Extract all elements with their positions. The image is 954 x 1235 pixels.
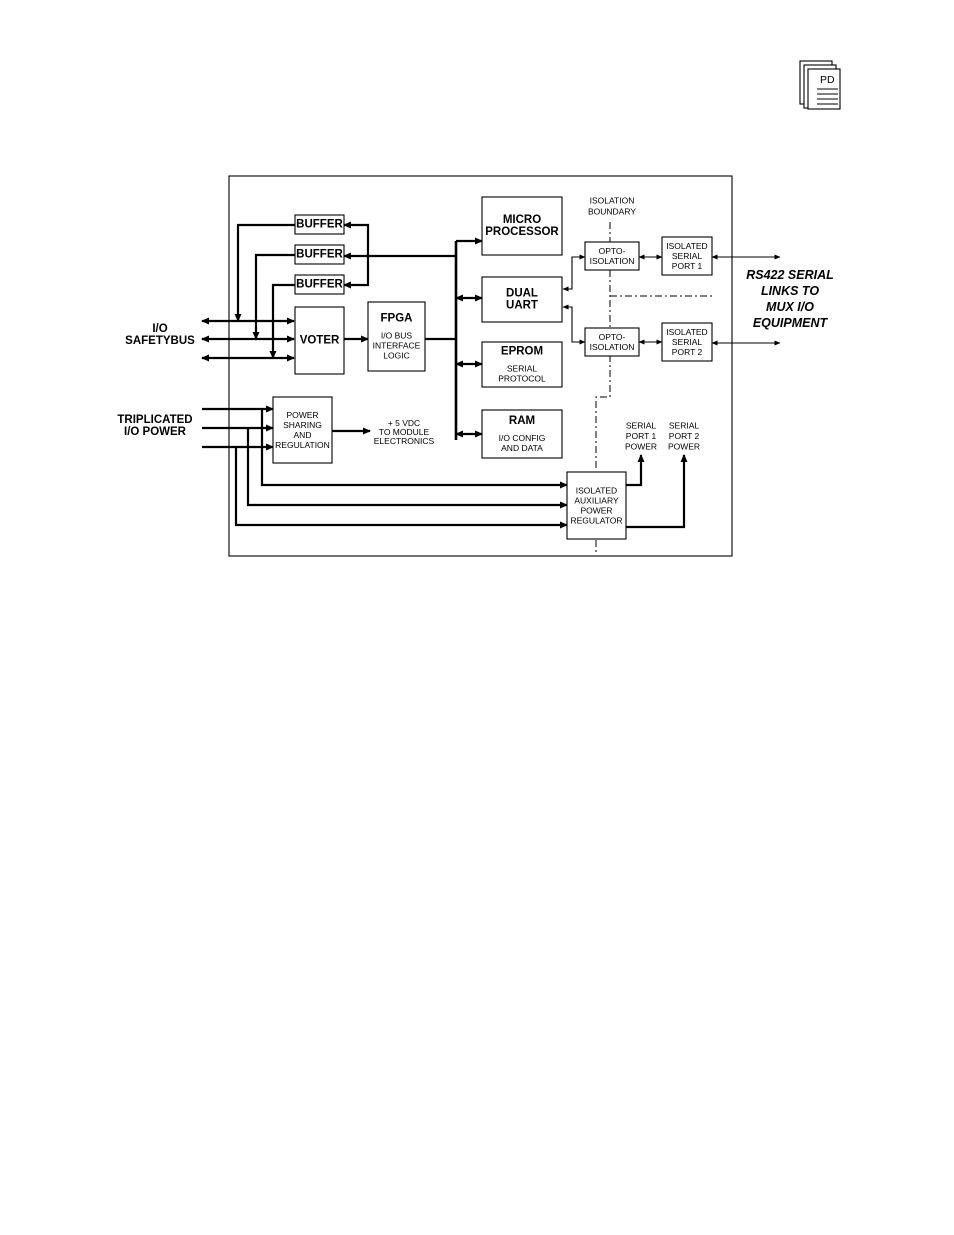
label-line: + 5 VDC <box>388 418 420 428</box>
block-subtitle: ISOLATION <box>590 256 635 266</box>
label-line: PORT 1 <box>626 431 657 441</box>
block-subtitle: ISOLATION <box>590 342 635 352</box>
block-buffer-1: BUFFER <box>294 214 345 235</box>
block-subtitle: POWER <box>286 410 318 420</box>
block-subtitle: PORT 1 <box>672 261 703 271</box>
block-subtitle: REGULATOR <box>570 516 622 526</box>
block-subtitle: OPTO- <box>599 332 626 342</box>
block-buffer-3: BUFFER <box>294 274 345 295</box>
label-line: POWER <box>625 442 657 452</box>
label-line: TO MODULE <box>379 427 430 437</box>
block-subtitle: PORT 2 <box>672 347 703 357</box>
connections <box>201 221 781 529</box>
label-line: ISOLATION <box>590 196 635 206</box>
block-subtitle: SERIAL <box>672 337 703 347</box>
label-line: SERIAL <box>626 421 657 431</box>
block-subtitle: ISOLATED <box>666 327 707 337</box>
block-title: PROCESSOR <box>485 226 559 238</box>
block-subtitle: INTERFACE <box>373 341 421 351</box>
block-title: UART <box>506 300 538 312</box>
block-opto-isolation-1: OPTO-ISOLATION <box>584 241 640 271</box>
label-line: ELECTRONICS <box>374 436 435 446</box>
block-subtitle: OPTO- <box>599 246 626 256</box>
label-rs422-serial-links: RS422 SERIAL LINKS TO MUX I/O EQUIPMENT <box>746 268 834 330</box>
block-subtitle: AND <box>294 430 312 440</box>
label-line: I/O <box>152 323 167 335</box>
block-subtitle: SERIAL <box>507 364 538 374</box>
isolation-boundary-line <box>595 222 712 553</box>
block-buffer-2: BUFFER <box>294 244 345 265</box>
block-opto-isolation-2: OPTO-ISOLATION <box>584 327 640 357</box>
label-line: MUX I/O <box>766 300 814 314</box>
block-title: VOTER <box>300 335 340 347</box>
block-title: FPGA <box>381 313 413 325</box>
block-subtitle: I/O CONFIG <box>499 433 546 443</box>
block-title: BUFFER <box>296 219 343 231</box>
block-subtitle: LOGIC <box>383 351 409 361</box>
block-title: EPROM <box>501 346 543 358</box>
block-title: BUFFER <box>296 249 343 261</box>
block-subtitle: ISOLATED <box>666 241 707 251</box>
block-title: MICRO <box>503 214 541 226</box>
block-subtitle: REGULATION <box>275 440 330 450</box>
block-subtitle: AUXILIARY <box>574 496 619 506</box>
label-line: BOUNDARY <box>588 207 636 217</box>
block-title: RAM <box>509 415 535 427</box>
block-subtitle: POWER <box>580 506 612 516</box>
label-line: PORT 2 <box>669 431 700 441</box>
block-title: DUAL <box>506 288 538 300</box>
label-line: I/O POWER <box>124 426 187 438</box>
block-subtitle: SHARING <box>283 420 322 430</box>
block-subtitle: PROTOCOL <box>498 374 546 384</box>
label-line: EQUIPMENT <box>753 316 829 330</box>
block-subtitle: ISOLATED <box>576 486 617 496</box>
label-line: TRIPLICATED <box>117 414 192 426</box>
label-line: POWER <box>668 442 700 452</box>
pdf-icon-text: PD <box>820 74 835 86</box>
label-line: SAFETYBUS <box>125 335 195 347</box>
label-line: RS422 SERIAL <box>746 268 834 282</box>
block-subtitle: I/O BUS <box>381 331 413 341</box>
block-voter: VOTER <box>294 306 345 375</box>
block-subtitle: AND DATA <box>501 443 543 453</box>
label-line: LINKS TO <box>761 284 819 298</box>
block-title: BUFFER <box>296 279 343 291</box>
block-subtitle: SERIAL <box>672 251 703 261</box>
label-line: SERIAL <box>669 421 700 431</box>
pdf-document-icon: PD <box>799 60 841 110</box>
